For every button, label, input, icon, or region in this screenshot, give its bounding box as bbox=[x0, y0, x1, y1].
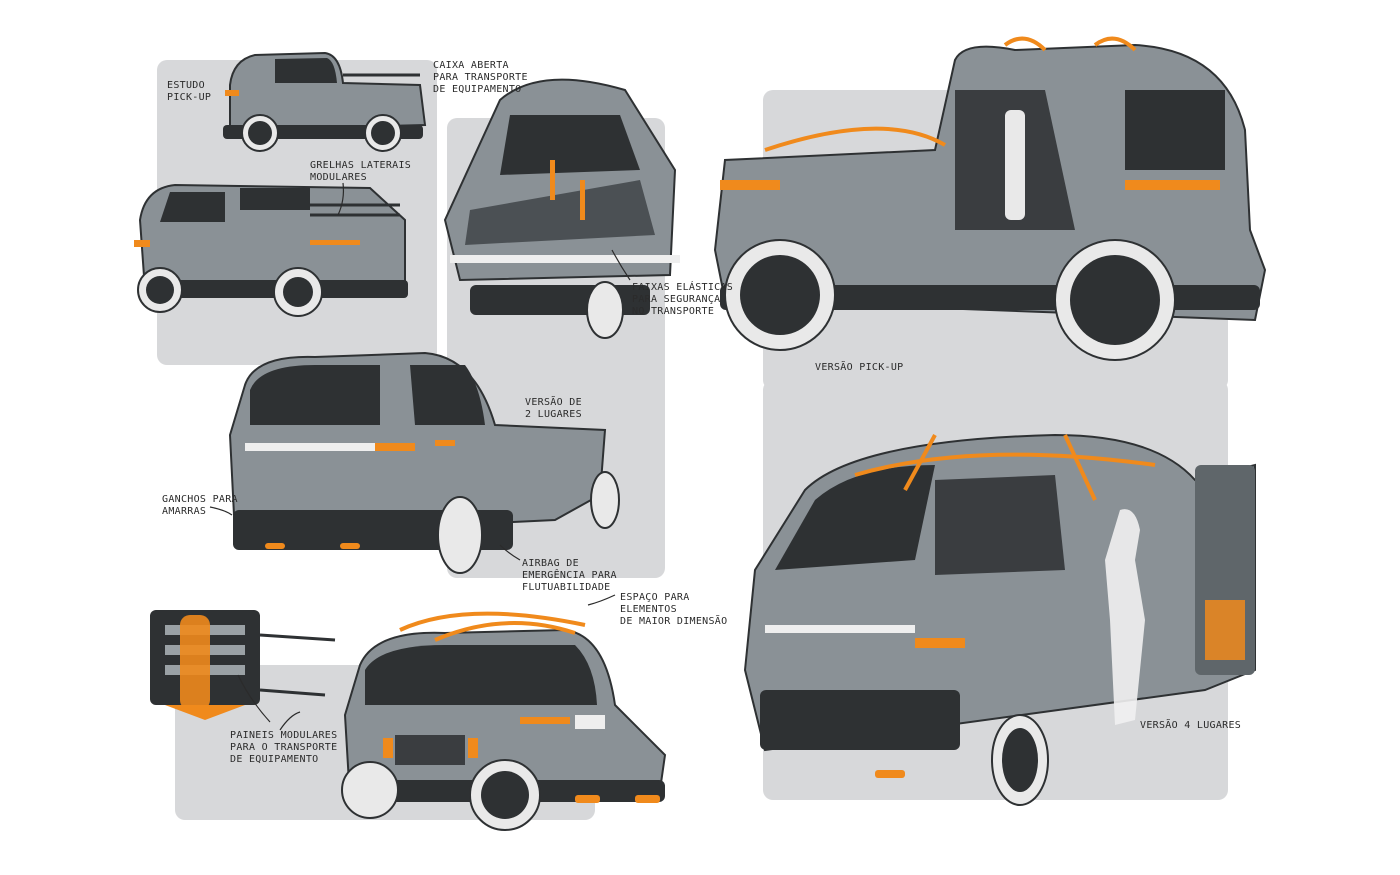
pickup-grille-view-sketch bbox=[134, 183, 408, 317]
modular-panel-sketch bbox=[150, 610, 336, 720]
note-versao-2: VERSÃO DE 2 LUGARES bbox=[525, 397, 582, 420]
open-box-rear-view-sketch bbox=[443, 78, 680, 339]
note-paineis: PAINEIS MODULARES PARA O TRANSPORTE DE E… bbox=[230, 730, 338, 765]
note-faixas: FAIXAS ELÁSTICAS PARA SEGURANÇA NO TRANS… bbox=[632, 282, 734, 317]
note-ganchos: GANCHOS PARA AMARRAS bbox=[162, 494, 238, 517]
two-seat-rear-view-sketch bbox=[228, 351, 620, 574]
pickup-large-view-sketch bbox=[713, 36, 1267, 361]
four-seat-van-view-sketch bbox=[743, 433, 1256, 806]
note-versao-4: VERSÃO 4 LUGARES bbox=[1140, 720, 1242, 731]
note-espaco: ESPAÇO PARA ELEMENTOS DE MAIOR DIMENSÃO bbox=[620, 592, 728, 627]
note-airbag: AIRBAG DE EMERGÊNCIA PARA FLUTUABILIDADE bbox=[522, 558, 617, 593]
note-grelhas: GRELHAS LATERAIS MODULARES bbox=[310, 160, 412, 183]
note-versao-pickup: VERSÃO PICK-UP bbox=[815, 362, 904, 373]
note-caixa: CAIXA ABERTA PARA TRANSPORTE DE EQUIPAME… bbox=[433, 60, 528, 95]
pickup-side-view-sketch bbox=[223, 51, 427, 152]
note-estudo: ESTUDO PICK-UP bbox=[167, 80, 212, 103]
van-rear-view-sketch bbox=[341, 611, 667, 831]
